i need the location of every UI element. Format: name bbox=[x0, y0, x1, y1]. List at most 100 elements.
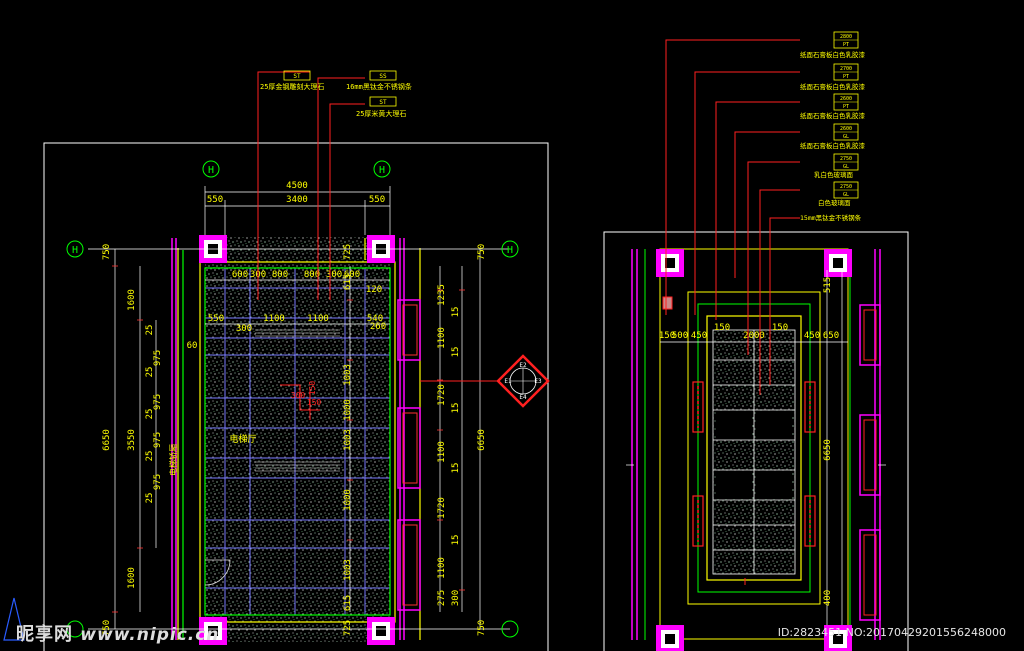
callout-code: GL bbox=[843, 192, 849, 198]
row-dim: 600 bbox=[232, 270, 248, 280]
right-dim-texts: 150 500 450 150 2000 150 450 650 515 665… bbox=[659, 277, 839, 606]
row-dim: 300 bbox=[326, 270, 342, 280]
callout-code: PT bbox=[843, 42, 849, 48]
v-dim: 3550 bbox=[127, 429, 137, 451]
left-leader-lines bbox=[257, 71, 510, 420]
inner-dim: 150 bbox=[308, 381, 317, 396]
v-dim-outer: 15 bbox=[451, 535, 461, 546]
v-dim-inner: 725 bbox=[343, 244, 353, 260]
left-inner-dims: 300 150 150 bbox=[291, 381, 322, 407]
row-dim2: 550 bbox=[208, 314, 224, 324]
v-dim-inner: 1003 bbox=[343, 429, 353, 451]
small-dim: 120 bbox=[366, 285, 382, 295]
dim-middle: 3400 bbox=[286, 195, 308, 205]
callout-text: 纸面石膏板白色乳胶漆 bbox=[800, 50, 866, 59]
row-dim: 600 bbox=[344, 270, 360, 280]
v-dim-small: 975 bbox=[153, 432, 163, 448]
side-lights bbox=[692, 381, 816, 547]
v-dim: 515 bbox=[823, 277, 833, 293]
image-id: ID:2823451 NO:20170429201556248000 bbox=[777, 626, 1006, 639]
grid-label-3: H bbox=[72, 245, 78, 256]
v-dim: 400 bbox=[823, 590, 833, 606]
right-leader-lines bbox=[665, 39, 800, 585]
marker-label: E1 bbox=[504, 378, 512, 385]
callout-code: SS bbox=[379, 73, 387, 80]
callout-val: 2800 bbox=[840, 34, 852, 40]
right-callouts: 2800 PT 纸面石膏板白色乳胶漆 2700 PT 纸面石膏板白色乳胶漆 26… bbox=[800, 31, 866, 222]
callout-code: PT bbox=[843, 74, 849, 80]
v-dim: 1600 bbox=[127, 567, 137, 589]
callout-text: 乳白色玻璃面 bbox=[814, 170, 854, 179]
callout-text: 纸面石膏板白色乳胶漆 bbox=[800, 141, 866, 150]
v-dim-inner: 725 bbox=[343, 620, 353, 636]
row-dim: 800 bbox=[304, 270, 320, 280]
callout-text: 纸面石膏板白色乳胶漆 bbox=[800, 82, 866, 91]
room-label: 电梯厅 bbox=[229, 433, 256, 445]
v-dim-outer: 1235 bbox=[437, 284, 447, 306]
h-dim: 450 bbox=[691, 331, 707, 341]
v-dim-outer: 1100 bbox=[437, 327, 447, 349]
left-floor-stone bbox=[205, 237, 390, 642]
marker-label: E4 bbox=[519, 394, 527, 401]
v-dim: 6650 bbox=[102, 429, 112, 451]
inner-dim: 150 bbox=[307, 398, 322, 407]
v-dim-inner: 1000 bbox=[343, 399, 353, 421]
v-dim: 750 bbox=[102, 620, 112, 636]
v-dim-outer: 1100 bbox=[437, 557, 447, 579]
v-dim: 1600 bbox=[127, 289, 137, 311]
h-dim: 150 bbox=[714, 323, 730, 333]
left-red-panels bbox=[402, 304, 418, 606]
v-dim-outer: 15 bbox=[451, 307, 461, 318]
v-dim-small: 25 bbox=[145, 451, 155, 462]
v-dim-inner: 615 bbox=[343, 595, 353, 611]
callout-val: 2700 bbox=[840, 66, 852, 72]
callout-text: 纸面石膏板白色乳胶漆 bbox=[800, 111, 866, 120]
watermark: 昵享网 www.nipic.cn bbox=[16, 620, 219, 646]
marker-label: E2 bbox=[519, 362, 527, 369]
v-dim: 6650 bbox=[823, 439, 833, 461]
dim-side-right: 550 bbox=[369, 195, 385, 205]
columns-right bbox=[656, 249, 852, 651]
v-dim-small: 25 bbox=[145, 493, 155, 504]
v-dim: 750 bbox=[102, 244, 112, 260]
right-plan: 150 500 450 150 2000 150 450 650 515 665… bbox=[603, 31, 909, 651]
right-dim-lines bbox=[626, 270, 886, 625]
row-dim2: 540 bbox=[367, 314, 383, 324]
v-dim-inner: 615 bbox=[343, 274, 353, 290]
callout-text: 白色玻璃面 bbox=[818, 198, 851, 207]
v-dim-overall: 750 bbox=[477, 244, 487, 260]
watermark-url: www.nipic.cn bbox=[80, 625, 220, 645]
left-callouts: ST 25厚金钢雕刻大理石 SS 16mm黑钛金不锈钢条 ST 25厚米黄大理石 bbox=[260, 70, 412, 118]
v-dim-outer: 15 bbox=[451, 463, 461, 474]
left-vertical-dims: 750 1600 6650 3550 1600 750 25 975 25 97… bbox=[102, 244, 487, 636]
dim-side-left: 550 bbox=[207, 195, 223, 205]
left-frame bbox=[43, 142, 549, 651]
left-dimension-lines bbox=[88, 186, 510, 630]
v-dim-inner: 1003 bbox=[343, 559, 353, 581]
v-dim-inner: 1000 bbox=[343, 489, 353, 511]
row-dim2: 1100 bbox=[307, 314, 329, 324]
callout-val: 2600 bbox=[840, 96, 852, 102]
v-dim-small: 975 bbox=[153, 394, 163, 410]
inner-dim: 300 bbox=[291, 391, 306, 400]
v-dim-outer: 275 bbox=[437, 590, 447, 606]
grid-bubbles-left bbox=[66, 160, 519, 638]
row-dim2: 1100 bbox=[263, 314, 285, 324]
v-dim-small: 975 bbox=[153, 350, 163, 366]
callout-text: 25厚金钢雕刻大理石 bbox=[260, 82, 324, 91]
v-dim-small: 25 bbox=[145, 409, 155, 420]
v-dim-outer: 15 bbox=[451, 403, 461, 414]
callout-text: 15mm黑钛金不锈钢条 bbox=[800, 213, 862, 222]
v-dim-outer: 300 bbox=[451, 590, 461, 606]
small-dim: 260 bbox=[370, 322, 386, 332]
v-dim-inner: 1003 bbox=[343, 364, 353, 386]
dim-ticks bbox=[112, 265, 465, 613]
callout-text: 16mm黑钛金不锈钢条 bbox=[346, 82, 412, 91]
v-dim-small: 975 bbox=[153, 474, 163, 490]
callout-val: 2750 bbox=[840, 156, 852, 162]
callout-code: ST bbox=[293, 73, 301, 80]
v-dim-overall: 6650 bbox=[477, 429, 487, 451]
h-dim: 450 bbox=[804, 331, 820, 341]
light-panel-grid bbox=[713, 330, 795, 574]
